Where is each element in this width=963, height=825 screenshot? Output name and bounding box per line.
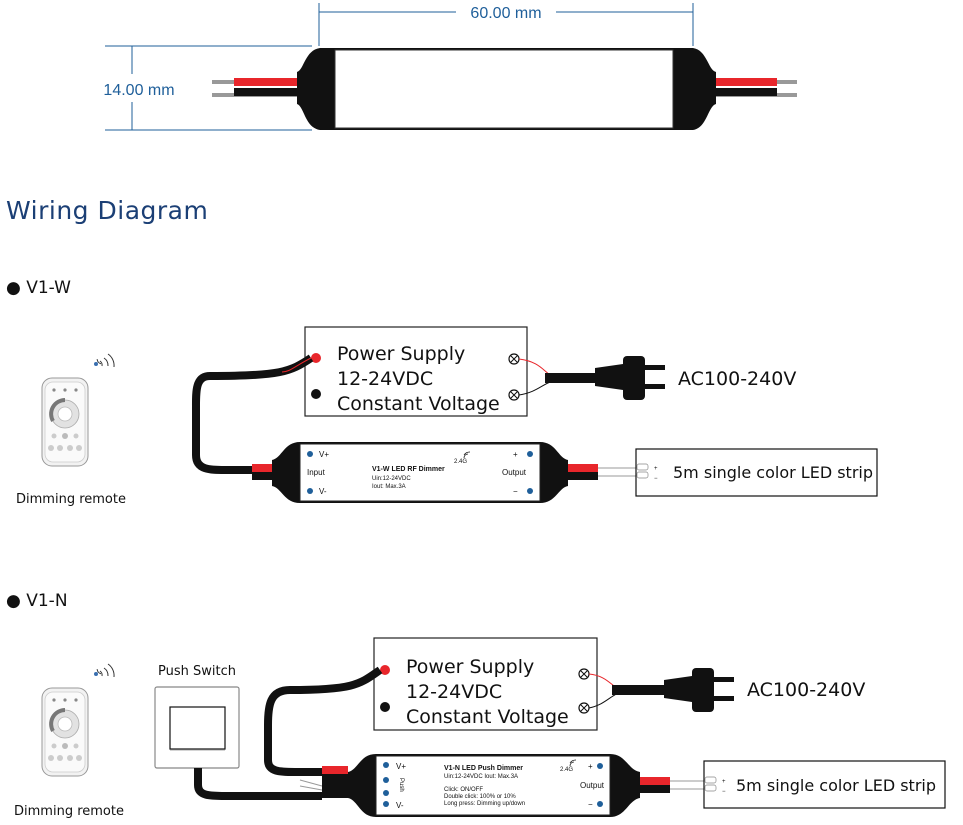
power-plug-icon: [595, 356, 665, 400]
switch-to-dimmer-cable: [194, 768, 322, 800]
strip-minus-v1n: −: [722, 789, 726, 795]
dimmer-v1n-spec: Uin:12-24VDC Iout: Max.3A: [444, 774, 518, 780]
dimmer-n-red-wire: [322, 766, 348, 774]
led-strip-v1w: + − 5m single color LED strip: [635, 448, 878, 497]
ps-line-3: Constant Voltage: [406, 706, 569, 728]
strip-minus-v1w: −: [654, 476, 658, 482]
ps-line-1: Power Supply: [337, 343, 465, 365]
strip-plus-v1n: +: [722, 779, 726, 785]
dimmer-v1w-title: V1-W LED RF Dimmer: [372, 466, 445, 473]
section-label-v1w: ● V1-W: [6, 278, 71, 298]
ps-screw-terminal-icon: [508, 353, 520, 401]
ac-plug-v1n: [588, 668, 734, 712]
power-supply-v1n: Power Supply 12-24VDC Constant Voltage: [373, 637, 598, 731]
ps-black-terminal: [311, 389, 321, 399]
ps-line-2: 12-24VDC: [337, 368, 433, 390]
dimmer-v1w: V+ V- Input Output + − V1-W LED RF Dimme…: [272, 442, 568, 503]
dimmer-v1n-vplus: V+: [396, 762, 406, 771]
ps-red-terminal: [380, 665, 390, 675]
left-black-wire: [234, 88, 299, 96]
dimmer-v1n-push: Push: [398, 778, 404, 792]
section-label-v1n: ● V1-N: [6, 591, 68, 611]
left-red-wire: [234, 78, 299, 86]
dimmer-v1w-plus: +: [513, 450, 518, 459]
ps-black-terminal: [380, 702, 390, 712]
dimmer-v1w-vplus: V+: [319, 450, 329, 459]
strip-label-v1n: 5m single color LED strip: [736, 776, 936, 795]
output-black-wire-v1w: [568, 472, 598, 480]
remote-v1w: [40, 353, 115, 468]
dimmer-v1n-title: V1-N LED Push Dimmer: [444, 765, 523, 772]
strip-plus-v1w: +: [654, 466, 658, 472]
push-switch-label: Push Switch: [158, 664, 236, 679]
dimmer-v1n-note-2: Double click: 100% or 10%: [444, 794, 516, 800]
dimmer-v1w-spec-1: Uin:12-24VDC: [372, 476, 411, 482]
right-black-wire: [715, 88, 777, 96]
dimension-height-label: 14.00 mm: [103, 82, 174, 99]
ps-line-1: Power Supply: [406, 656, 534, 678]
dimmer-v1n-note-1: Click: ON/OFF: [444, 787, 483, 793]
dimmer-input-black-wire: [252, 472, 272, 480]
power-supply-v1w: Power Supply 12-24VDC Constant Voltage: [304, 326, 528, 417]
ps-screw-terminal-icon: [578, 668, 590, 714]
ac-plug-v1w: [518, 356, 665, 400]
dimmer-v1w-minus: −: [513, 487, 518, 496]
remote-caption-v1n: Dimming remote: [14, 804, 124, 819]
ac-label-v1w: AC100-240V: [678, 368, 796, 390]
right-red-wire: [715, 78, 777, 86]
ac-label-v1n: AC100-240V: [747, 679, 865, 701]
product-dimension-drawing: 60.00 mm 14.00 mm: [103, 3, 797, 131]
dimmer-v1w-input: Input: [307, 468, 326, 477]
ps-to-dimmer-cable-v1n: [264, 666, 383, 776]
controller-body: [334, 49, 674, 129]
output-red-wire-v1n: [640, 777, 670, 785]
push-switch-icon: [154, 686, 240, 769]
remote-caption-v1w: Dimming remote: [16, 492, 126, 507]
dimmer-v1n-vminus: V-: [396, 801, 404, 810]
ps-line-2: 12-24VDC: [406, 681, 502, 703]
remote-v1n: [40, 663, 115, 778]
power-plug-icon: [664, 668, 734, 712]
ps-to-dimmer-cable: [191, 354, 314, 474]
wireless-icon: [463, 451, 471, 459]
dimmer-input-red-wire: [252, 464, 272, 472]
ps-red-terminal: [311, 353, 321, 363]
output-red-wire-v1w: [568, 464, 598, 472]
ps-line-3: Constant Voltage: [337, 393, 500, 415]
led-strip-v1n: + − 5m single color LED strip: [703, 760, 946, 809]
dimmer-v1n-output: Output: [580, 781, 605, 790]
strip-label-v1w: 5m single color LED strip: [673, 463, 873, 482]
dimension-width-label: 60.00 mm: [470, 5, 541, 22]
wiring-diagram-heading: Wiring Diagram: [6, 196, 208, 225]
dimmer-v1n-note-3: Long press: Dimming up/down: [444, 801, 525, 807]
dimmer-v1n-minus: −: [588, 800, 593, 809]
dimmer-v1w-vminus: V-: [319, 487, 327, 496]
dimmer-n-black-wire: [322, 774, 348, 782]
dimmer-v1w-output: Output: [502, 468, 527, 477]
dimmer-v1w-spec-2: Iout: Max.3A: [372, 484, 406, 490]
wireless-icon: [569, 759, 577, 767]
output-black-wire-v1n: [640, 785, 670, 793]
dimmer-v1n-freq: 2.4G: [560, 767, 573, 773]
dimmer-v1n-plus: +: [588, 762, 593, 771]
dimmer-v1n: V+ V- Push Output + − V1-N LED Push Dimm…: [348, 754, 640, 817]
dimmer-v1w-freq: 2.4G: [454, 459, 467, 465]
